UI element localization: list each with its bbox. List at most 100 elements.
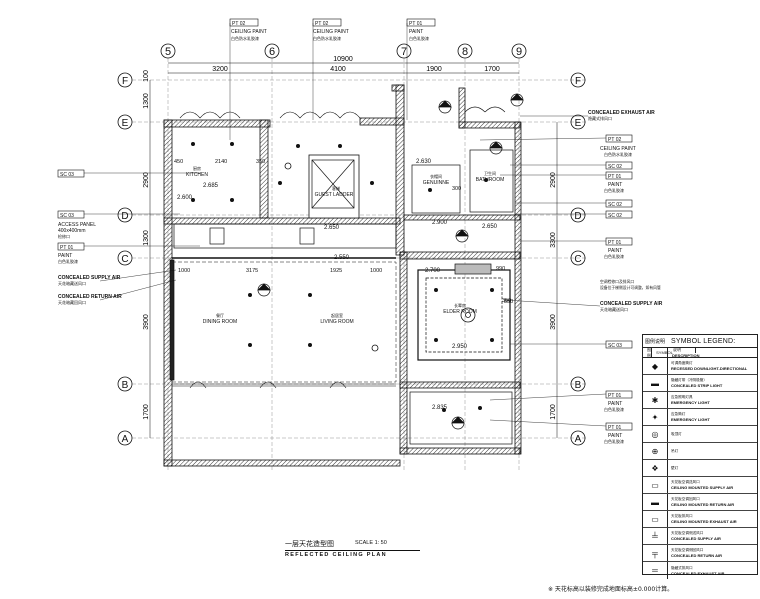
svg-text:白色乳胶漆: 白色乳胶漆 [604,438,624,444]
svg-text:PT 01: PT 01 [608,393,621,399]
drawing-title-zh: 一层天花造型图 [285,540,334,548]
dim-right-2: 3300 [550,232,557,248]
svg-text:CEILING PAINT: CEILING PAINT [313,29,349,35]
svg-text:白色防水乳胶漆: 白色防水乳胶漆 [313,35,341,41]
svg-text:设备位于梯侧设计可调整，如有风管: 设备位于梯侧设计可调整，如有风管 [600,285,661,290]
svg-text:CEILING PAINT: CEILING PAINT [231,29,267,35]
svg-text:PAINT: PAINT [608,182,622,188]
dim-left-2: 1300 [143,93,150,109]
svg-text:C: C [574,254,581,265]
svg-text:2140: 2140 [215,159,227,165]
svg-text:白色乳胶漆: 白色乳胶漆 [409,35,429,41]
exhaust-air-icon: ▭ [643,511,668,527]
svg-text:2.650: 2.650 [482,224,498,230]
drawing-title-en: REFLECTED CEILING PLAN [285,550,420,558]
strip-light-icon: ▬ [643,375,668,391]
left-material-tags: SC 03 SC 03 ACCESS PANEL 400x400mm 检修口 P… [57,169,200,305]
svg-text:300: 300 [452,186,461,192]
svg-text:450: 450 [174,159,183,165]
svg-text:2.900: 2.900 [432,220,448,226]
svg-text:空调检修口及排风口: 空调检修口及排风口 [600,279,634,284]
dim-right-1: 2900 [550,172,557,188]
svg-text:850: 850 [504,299,513,305]
svg-text:1000: 1000 [178,268,190,274]
svg-text:B: B [122,380,129,391]
room-kitchen: KITCHEN [186,172,208,178]
svg-text:400x400mm: 400x400mm [58,228,86,234]
legend-title-zh: 图例说明 [645,338,666,345]
axis-7: 7 [401,46,407,58]
svg-text:PT 02: PT 02 [232,21,245,27]
svg-text:隐藏式排风口: 隐藏式排风口 [588,115,612,121]
svg-text:D: D [574,211,581,222]
emergency-downlight-icon: ✦ [643,409,668,425]
room-living-zh: 起居室 [331,312,343,318]
inner-dimensions: 2140 350 450 1000 3175 1925 1000 350 990… [174,159,513,305]
wall-lamp-icon: ❖ [643,460,668,476]
svg-text:A: A [575,434,582,445]
svg-text:白色防水乳胶漆: 白色防水乳胶漆 [231,35,259,41]
svg-text:PT 01: PT 01 [409,21,422,27]
dim-right-4: 1700 [550,404,557,420]
dim-left-4: 1300 [143,230,150,246]
axis-6: 6 [269,46,275,58]
svg-text:2.835: 2.835 [432,405,448,411]
drawing-scale: SCALE 1: 50 [355,540,387,546]
ceiling-lamp-icon: ◎ [643,426,668,442]
svg-text:白色防水乳胶漆: 白色防水乳胶漆 [604,151,632,157]
dim-left-6: 1700 [143,404,150,420]
svg-text:SC 02: SC 02 [608,213,622,219]
axis-bubbles-left: F E D C B A [117,72,133,446]
dim-top-2: 4100 [330,66,346,73]
section-markers [257,93,524,430]
room-guest-zh: 客梯 [332,185,340,191]
elevation-footnote: ※ 天花标高以装修完成地面标高±0.000计算。 [548,586,674,593]
dim-top-3: 1900 [426,66,442,73]
legend-header: 图例说明 SYMBOL LEGEND: [643,335,757,348]
room-labels: 厨房 KITCHEN 客梯 GUEST LADDER 衣帽间 GENUINNE … [186,165,504,325]
svg-text:1925: 1925 [330,268,342,274]
ceiling-heights: 2.685 2.600 2.650 2.550 2.900 2.650 2.70… [177,159,498,411]
room-elder: ELDER ROOM [443,309,477,315]
svg-text:PAINT: PAINT [58,253,72,259]
svg-text:2.600: 2.600 [177,195,193,201]
svg-text:天花暗藏回风口: 天花暗藏回风口 [58,299,86,305]
dim-left-3: 2900 [143,172,150,188]
room-elder-zh: 长辈房 [454,302,466,308]
svg-text:350: 350 [502,298,511,304]
room-kitchen-zh: 厨房 [193,165,201,171]
svg-text:2.650: 2.650 [324,225,340,231]
emergency-light-icon: ✱ [643,392,668,408]
room-dining: DINING ROOM [203,319,237,325]
left-dimensions: 100 1300 2900 1300 3900 1700 [143,70,151,438]
svg-text:白色乳胶漆: 白色乳胶漆 [604,187,624,193]
svg-text:CONCEALED SUPPLY AIR: CONCEALED SUPPLY AIR [58,275,121,281]
axis-9: 9 [516,46,522,58]
concealed-return-icon: ╤ [643,545,668,561]
svg-text:SC 03: SC 03 [608,343,622,349]
light-fixtures [191,142,494,412]
svg-text:C: C [121,254,128,265]
svg-text:PT 01: PT 01 [608,240,621,246]
svg-text:3175: 3175 [246,268,258,274]
svg-text:2.700: 2.700 [425,268,441,274]
walls [163,84,522,467]
symbol-legend: 图例说明 SYMBOL LEGEND: 图例 SYMBOL 说明 DESCRIP… [642,334,758,579]
svg-text:PT 01: PT 01 [60,245,73,251]
svg-text:SC 02: SC 02 [608,164,622,170]
svg-text:SC 03: SC 03 [60,213,74,219]
svg-text:PT 01: PT 01 [608,425,621,431]
return-air-icon: ▬ [643,494,668,510]
svg-text:PT 02: PT 02 [608,137,621,143]
top-material-tags: PT 02 CEILING PAINT 白色防水乳胶漆 PT 02 CEILIN… [229,18,436,140]
concealed-exhaust-icon: ═ [643,562,668,579]
dim-total: 10900 [333,56,353,63]
